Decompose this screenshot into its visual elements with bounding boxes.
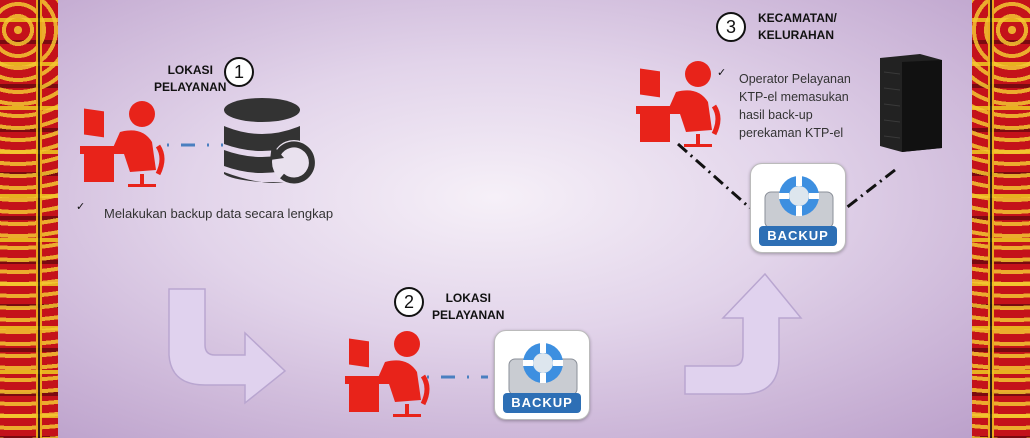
operator-person-icon xyxy=(80,98,170,190)
step3-title-line2: KELURAHAN xyxy=(758,28,834,42)
backup-drive-icon: BACKUP xyxy=(750,163,846,253)
step3-description-line: hasil back-up xyxy=(739,108,813,122)
step2-title: LOKASI PELAYANAN xyxy=(432,290,504,324)
flow-arrow-up-right xyxy=(684,272,803,395)
step1-title-line1: LOKASI xyxy=(167,63,213,77)
step1-number-badge: 1 xyxy=(224,57,254,87)
step2-number-badge: 2 xyxy=(394,287,424,317)
server-tower-icon xyxy=(880,54,942,152)
operator-person-icon xyxy=(636,58,726,150)
step1-title-line2: PELAYANAN xyxy=(154,80,227,94)
backup-drive-icon: BACKUP xyxy=(494,330,590,420)
dashed-connector xyxy=(427,375,488,379)
backup-label: BACKUP xyxy=(503,393,581,413)
step3-description-line: Operator Pelayanan xyxy=(739,72,851,86)
step2-title-line1: LOKASI xyxy=(445,291,491,305)
backup-label: BACKUP xyxy=(759,226,837,246)
step3-title: KECAMATAN/ KELURAHAN xyxy=(758,10,837,44)
step3-title-line1: KECAMATAN/ xyxy=(758,11,837,25)
step3-description-line: KTP-el memasukan xyxy=(739,90,849,104)
check-icon: ✓ xyxy=(76,201,86,213)
dashed-connector xyxy=(167,143,223,147)
operator-person-icon xyxy=(345,328,435,420)
check-icon: ✓ xyxy=(717,67,727,79)
lifebuoy-drive-icon xyxy=(495,333,591,397)
flow-arrow-down-right xyxy=(168,288,287,405)
step3-description: Operator Pelayanan KTP-el memasukan hasi… xyxy=(739,70,851,142)
step3-description-line: perekaman KTP-el xyxy=(739,126,844,140)
decorative-border-left xyxy=(0,0,58,438)
step1-description: Melakukan backup data secara lengkap xyxy=(104,206,334,221)
database-backup-icon xyxy=(224,98,316,184)
lifebuoy-drive-icon xyxy=(751,166,847,230)
step1-title: LOKASI PELAYANAN xyxy=(154,62,226,96)
dash-dot-connectors xyxy=(677,142,896,210)
step3-number-badge: 3 xyxy=(716,12,746,42)
step2-title-line2: PELAYANAN xyxy=(432,308,505,322)
decorative-border-right xyxy=(972,0,1030,438)
